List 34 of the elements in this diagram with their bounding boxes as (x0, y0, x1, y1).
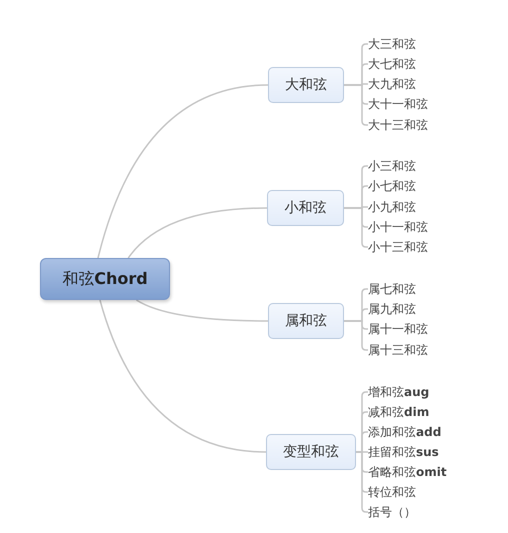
subtopic-text: 属十三和弦 (368, 341, 428, 359)
topic-box: 小和弦 (267, 190, 344, 226)
curved-connector (99, 300, 266, 453)
subtopic-text: 属七和弦 (368, 280, 416, 298)
bracket-connector (344, 207, 368, 248)
subtopic-text: 大十一和弦 (368, 95, 428, 113)
bracket-connector (344, 84, 368, 126)
subtopic-text: 属十一和弦 (368, 320, 428, 338)
subtopic-text: 大十三和弦 (368, 116, 428, 134)
topic-box: 大和弦 (268, 67, 344, 103)
subtopic-text: 添加和弦add (368, 423, 442, 441)
subtopic-text: 括号（） (368, 503, 416, 521)
subtopic-text: 小十一和弦 (368, 218, 428, 236)
root-topic-box: 和弦Chord (40, 258, 170, 300)
topic-box: 属和弦 (268, 303, 344, 339)
bracket-connector (356, 451, 368, 513)
subtopic-text: 小十三和弦 (368, 238, 428, 256)
subtopic-text: 增和弦aug (368, 383, 430, 401)
curved-connector (136, 299, 268, 322)
subtopic-text: 大三和弦 (368, 35, 416, 53)
subtopic-text: 挂留和弦sus (368, 443, 439, 461)
subtopic-text: 大七和弦 (368, 55, 416, 73)
subtopic-text: 减和弦dim (368, 403, 430, 421)
curved-connector (97, 84, 268, 258)
subtopic-text: 属九和弦 (368, 300, 416, 318)
subtopic-text: 小三和弦 (368, 157, 416, 175)
subtopic-text: 转位和弦 (368, 483, 416, 501)
subtopic-text: 小九和弦 (368, 198, 416, 216)
topic-box: 变型和弦 (266, 434, 356, 470)
bracket-connector (344, 320, 368, 351)
curved-connector (128, 207, 268, 258)
subtopic-text: 大九和弦 (368, 75, 416, 93)
subtopic-text: 小七和弦 (368, 177, 416, 195)
subtopic-text: 省略和弦omit (368, 463, 447, 481)
